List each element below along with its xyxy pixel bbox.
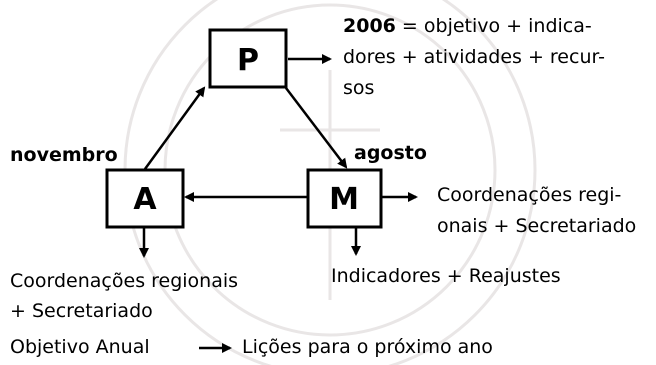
bottom-flow-right: Lições para o próximo ano <box>242 336 493 358</box>
node-m-label: M <box>329 182 359 217</box>
edge-p-to-m <box>285 87 348 169</box>
node-m: M <box>306 168 383 229</box>
p-output-line-2: dores + atividades + recur- <box>343 46 605 68</box>
node-p-label: P <box>237 43 259 78</box>
bottom-flow-left: Objetivo Anual <box>10 336 150 358</box>
label-agosto: agosto <box>354 142 427 164</box>
p-output-line-1-rest: = objetivo + indica- <box>395 15 592 37</box>
p-output-year: 2006 <box>343 15 396 37</box>
label-novembro: novembro <box>10 144 118 166</box>
node-a: A <box>105 168 185 229</box>
node-p: P <box>208 28 288 89</box>
p-output-line-3: sos <box>343 77 375 99</box>
m-below-output-text: Indicadores + Reajustes <box>331 265 561 287</box>
edge-a-to-p <box>143 86 206 170</box>
node-a-label: A <box>133 182 157 217</box>
a-below-output-line-1: Coordenações regionais <box>10 270 239 292</box>
m-right-output-line-2: onais + Secretariado <box>437 215 637 237</box>
p-output-line-1: 2006 = objetivo + indica- <box>343 14 592 39</box>
m-right-output-line-1: Coordenações regi- <box>437 184 622 206</box>
a-below-output-line-2: + Secretariado <box>10 300 153 322</box>
